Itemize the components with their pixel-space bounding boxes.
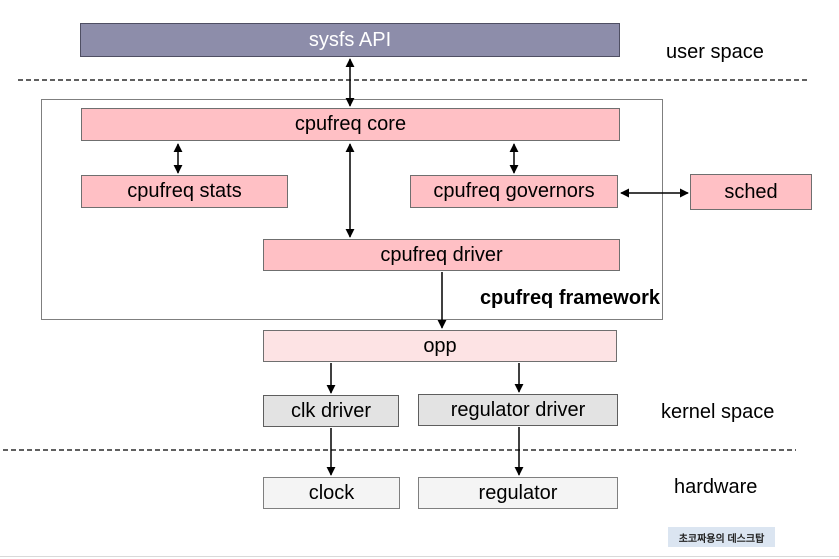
- regulator-box: regulator: [418, 477, 618, 509]
- clock-label: clock: [308, 481, 355, 504]
- cpufreq-driver-box: cpufreq driver: [263, 239, 620, 271]
- cpufreq-core-label: cpufreq core: [294, 113, 407, 135]
- cpufreq-governors-box: cpufreq governors: [410, 175, 618, 208]
- sysfs-api-label: sysfs API: [308, 28, 392, 51]
- clock-box: clock: [263, 477, 400, 509]
- clk-driver-box: clk driver: [263, 395, 399, 427]
- cpufreq-stats-label: cpufreq stats: [127, 180, 242, 202]
- regulator-driver-label: regulator driver: [450, 398, 586, 421]
- cpufreq-driver-label: cpufreq driver: [380, 243, 503, 266]
- user-space-label: user space: [666, 41, 764, 63]
- sched-label: sched: [724, 180, 778, 203]
- clk-driver-label: clk driver: [290, 399, 371, 422]
- cpufreq-core-box: cpufreq core: [81, 108, 620, 141]
- opp-label: opp: [423, 334, 457, 357]
- hardware-label: hardware: [674, 476, 758, 498]
- watermark-badge: 초코짜용의 데스크탑: [668, 527, 775, 547]
- cpufreq-stats-box: cpufreq stats: [81, 175, 288, 208]
- cpufreq-framework-label: cpufreq framework: [479, 287, 660, 309]
- bottom-edge-divider: [0, 556, 839, 557]
- sched-box: sched: [690, 174, 812, 210]
- kernel-space-label: kernel space: [661, 401, 775, 423]
- regulator-driver-box: regulator driver: [418, 394, 618, 426]
- sysfs-api-box: sysfs API: [80, 23, 620, 57]
- opp-box: opp: [263, 330, 617, 362]
- cpufreq-governors-label: cpufreq governors: [433, 180, 595, 202]
- regulator-label: regulator: [478, 481, 558, 504]
